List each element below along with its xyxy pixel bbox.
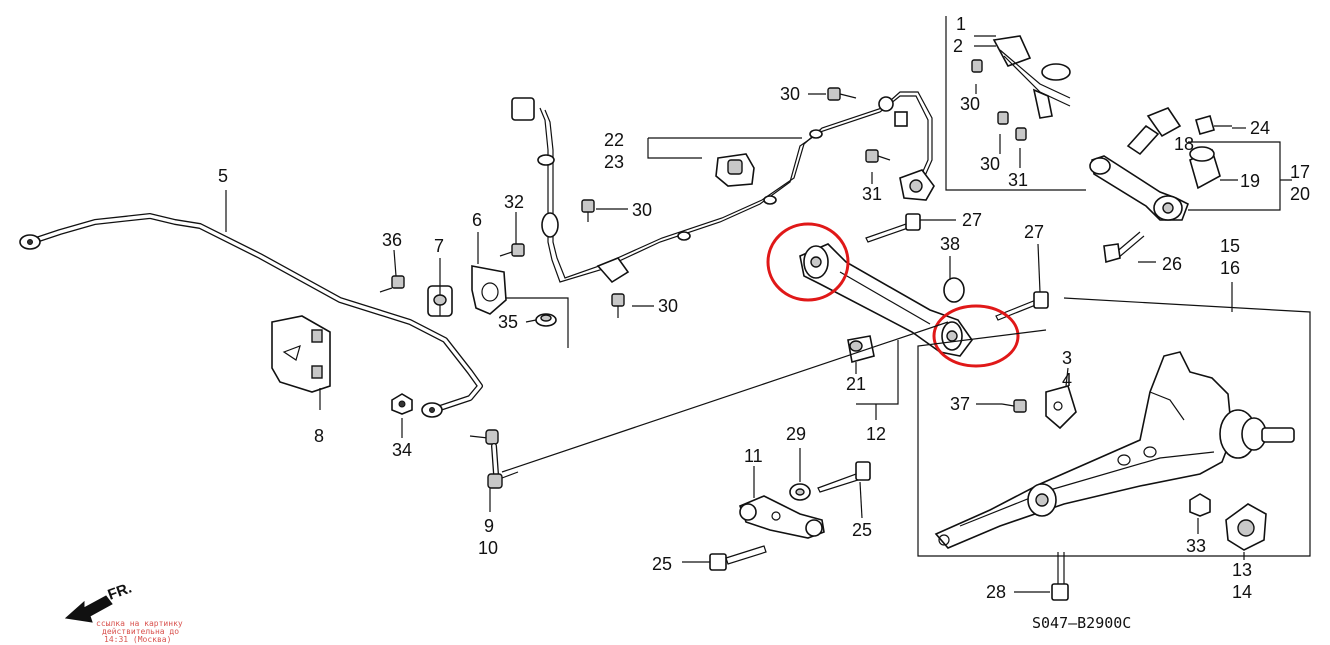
callout-25-right: 25 <box>852 520 872 540</box>
callout-30-top: 30 <box>780 84 800 104</box>
callout-9: 9 <box>484 516 494 536</box>
callout-13: 13 <box>1232 560 1252 580</box>
callout-10: 10 <box>478 538 498 558</box>
bolt-32 <box>499 243 525 257</box>
callout-25-left: 25 <box>652 554 672 574</box>
watermark: ссылка на картинку действительна до 14:3… <box>96 619 183 644</box>
bolt-25-right <box>817 461 871 493</box>
leader-lines <box>225 35 1311 593</box>
callout-20: 20 <box>1290 184 1310 204</box>
bolt-24 <box>1195 115 1232 135</box>
callout-17: 17 <box>1290 162 1310 182</box>
lower-arm <box>799 243 973 357</box>
watermark-line-3: 14:31 (Москва) <box>104 635 171 644</box>
callouts: 1 2 3 4 5 6 7 8 9 10 11 12 13 14 15 16 1… <box>218 14 1310 602</box>
callout-36: 36 <box>382 230 402 250</box>
nut-29 <box>789 483 811 501</box>
bushing-38 <box>943 277 965 303</box>
callout-30-inset-a: 30 <box>960 94 980 114</box>
drawing-code: S047–B2900C <box>1032 614 1131 632</box>
harness-clip <box>715 153 755 187</box>
callout-31: 31 <box>862 184 882 204</box>
bolt-27-top <box>865 213 921 243</box>
nut-36 <box>379 275 405 293</box>
highlight-front-bushing <box>766 222 850 302</box>
callout-35: 35 <box>498 312 518 332</box>
callout-15: 15 <box>1220 236 1240 256</box>
callout-5: 5 <box>218 166 228 186</box>
watermark-line-1: ссылка на картинку <box>96 619 183 628</box>
callout-34: 34 <box>392 440 412 460</box>
watermark-line-2: действительна до <box>102 627 179 636</box>
callout-28: 28 <box>986 582 1006 602</box>
nut-35 <box>535 313 557 327</box>
upper-arm <box>1089 155 1190 221</box>
nut-33 <box>1189 493 1211 517</box>
bolt-30-mid <box>581 199 595 222</box>
callout-30-inset-b: 30 <box>980 154 1000 174</box>
stabilizer-bar <box>19 213 483 418</box>
callout-8: 8 <box>314 426 324 446</box>
bracket-13-14 <box>1225 503 1267 551</box>
nut-34 <box>391 393 413 415</box>
callout-3: 3 <box>1062 348 1072 368</box>
callout-18: 18 <box>1174 134 1194 154</box>
bushing-19 <box>1189 146 1221 190</box>
callout-23: 23 <box>604 152 624 172</box>
bolt-25-left <box>709 545 767 571</box>
callout-2: 2 <box>953 36 963 56</box>
callout-26: 26 <box>1162 254 1182 274</box>
callout-4: 4 <box>1062 370 1072 390</box>
callout-37: 37 <box>950 394 970 414</box>
callout-22: 22 <box>604 130 624 150</box>
callout-24: 24 <box>1250 118 1270 138</box>
direction-label: FR. <box>106 580 135 604</box>
bushing-21 <box>847 335 875 364</box>
front-direction-arrow: FR. <box>64 580 135 623</box>
bolt-31 <box>865 149 891 163</box>
abs-sensor-wire <box>511 91 935 284</box>
inset-detail <box>945 16 1086 191</box>
callout-38: 38 <box>940 234 960 254</box>
bushing-18 <box>1126 107 1182 156</box>
bushing-holder <box>471 265 507 315</box>
bolt-37 <box>1001 399 1027 413</box>
callout-27-top: 27 <box>962 210 982 230</box>
callout-12: 12 <box>866 424 886 444</box>
callout-33: 33 <box>1186 536 1206 556</box>
bolt-30-low <box>611 293 625 318</box>
callout-14: 14 <box>1232 582 1252 602</box>
callout-27-right: 27 <box>1024 222 1044 242</box>
callout-21: 21 <box>846 374 866 394</box>
stabilizer-link <box>469 429 519 489</box>
bolt-27-right <box>995 291 1049 321</box>
bolt-30-top <box>827 87 857 101</box>
callout-19: 19 <box>1240 171 1260 191</box>
callout-16: 16 <box>1220 258 1240 278</box>
highlight-rear-bushing <box>932 304 1020 368</box>
callout-32: 32 <box>504 192 524 212</box>
bolt-26 <box>1103 231 1145 264</box>
stabilizer-bushing <box>427 285 453 317</box>
trailing-arm <box>934 351 1295 549</box>
bracket-3-4 <box>1045 385 1077 430</box>
callout-1: 1 <box>956 14 966 34</box>
callout-11: 11 <box>744 446 763 466</box>
callout-30-low: 30 <box>658 296 678 316</box>
callout-6: 6 <box>472 210 482 230</box>
callout-30-mid: 30 <box>632 200 652 220</box>
callout-31-inset: 31 <box>1008 170 1028 190</box>
stabilizer-bracket <box>271 315 331 393</box>
bolt-28 <box>1051 552 1069 601</box>
callout-7: 7 <box>434 236 444 256</box>
callout-29: 29 <box>786 424 806 444</box>
compensator-arm <box>738 495 825 539</box>
